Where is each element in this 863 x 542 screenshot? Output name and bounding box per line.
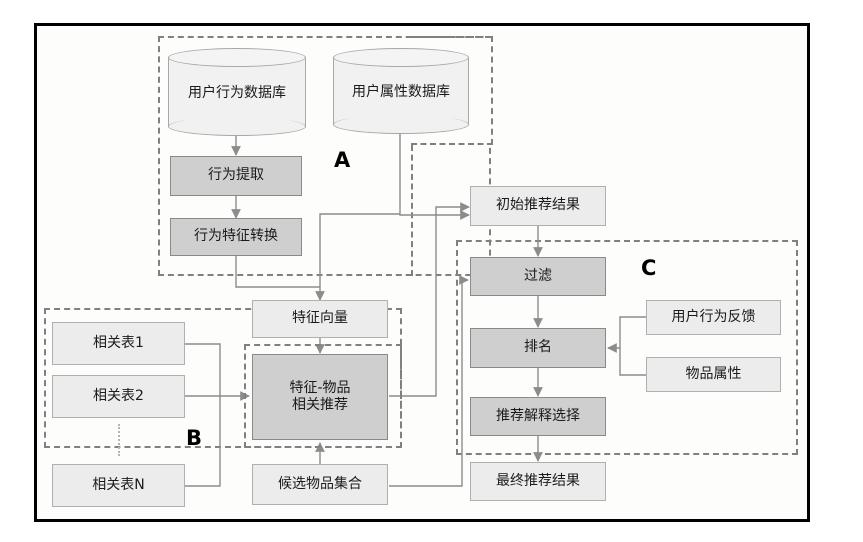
node-ranking[interactable]: 排名: [470, 328, 606, 368]
database-user-behavior[interactable]: 用户行为数据库: [168, 48, 306, 136]
node-line-2: 相关推荐: [292, 397, 348, 413]
node-related-table-2[interactable]: 相关表2: [52, 375, 185, 418]
group-region-b-core: [244, 344, 402, 448]
cylinder-top: [333, 48, 469, 67]
node-behavior-extraction[interactable]: 行为提取: [170, 156, 302, 196]
node-related-table-1[interactable]: 相关表1: [52, 322, 185, 365]
node-line-1: 特征-物品: [289, 379, 351, 396]
node-final-recommend-result[interactable]: 最终推荐结果: [470, 462, 606, 501]
cylinder-body: [333, 57, 469, 125]
node-related-table-n[interactable]: 相关表N: [52, 464, 185, 507]
ellipsis-dots: [118, 424, 120, 456]
node-feature-vector[interactable]: 特征向量: [252, 300, 388, 338]
node-initial-recommend-result[interactable]: 初始推荐结果: [470, 186, 606, 226]
node-item-attribute[interactable]: 物品属性: [646, 357, 781, 392]
group-label-b: B: [186, 426, 203, 450]
group-label-c: C: [641, 256, 657, 280]
node-behavior-feature-transform[interactable]: 行为特征转换: [170, 218, 302, 256]
cylinder-body: [168, 57, 306, 127]
database-label: 用户行为数据库: [188, 85, 286, 101]
group-label-a: A: [334, 148, 351, 172]
group-region-a-left-seg: [411, 145, 415, 276]
node-user-behavior-feedback[interactable]: 用户行为反馈: [646, 300, 781, 335]
database-label: 用户属性数据库: [352, 84, 450, 100]
cylinder-bottom: [333, 115, 469, 134]
node-filter[interactable]: 过滤: [470, 257, 606, 296]
cylinder-top: [168, 48, 306, 67]
node-recommend-explanation-select[interactable]: 推荐解释选择: [470, 397, 606, 436]
database-user-attribute[interactable]: 用户属性数据库: [333, 48, 469, 134]
node-feature-item-recommend[interactable]: 特征-物品 相关推荐: [252, 354, 388, 440]
node-candidate-item-set[interactable]: 候选物品集合: [252, 464, 388, 505]
cylinder-bottom: [168, 117, 306, 136]
